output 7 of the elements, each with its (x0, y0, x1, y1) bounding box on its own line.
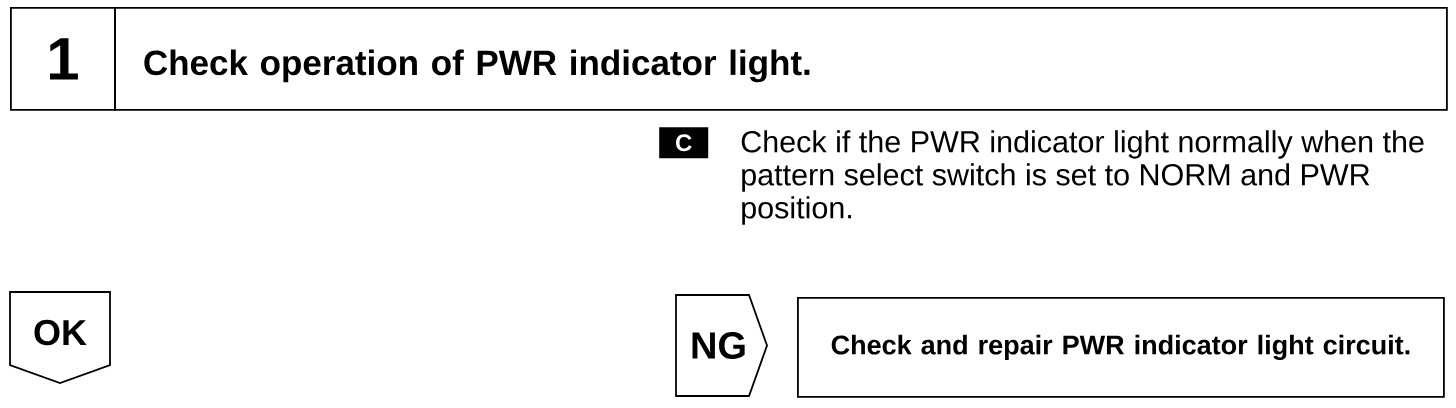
letter-badge: C (659, 127, 709, 159)
instruction-text: Check if the PWR indicator light normally when the pattern select switch is set to NORM and PWR position. (741, 130, 1424, 225)
action-box: Check and repair PWR indicator light circuit. (797, 297, 1445, 398)
pentagon-tag: OK (9, 291, 111, 384)
step-number-box: 1 (10, 7, 116, 111)
pentagon-tag: NG (675, 294, 768, 397)
step-title-box: Check operation of PWR indicator light. (114, 7, 1448, 111)
